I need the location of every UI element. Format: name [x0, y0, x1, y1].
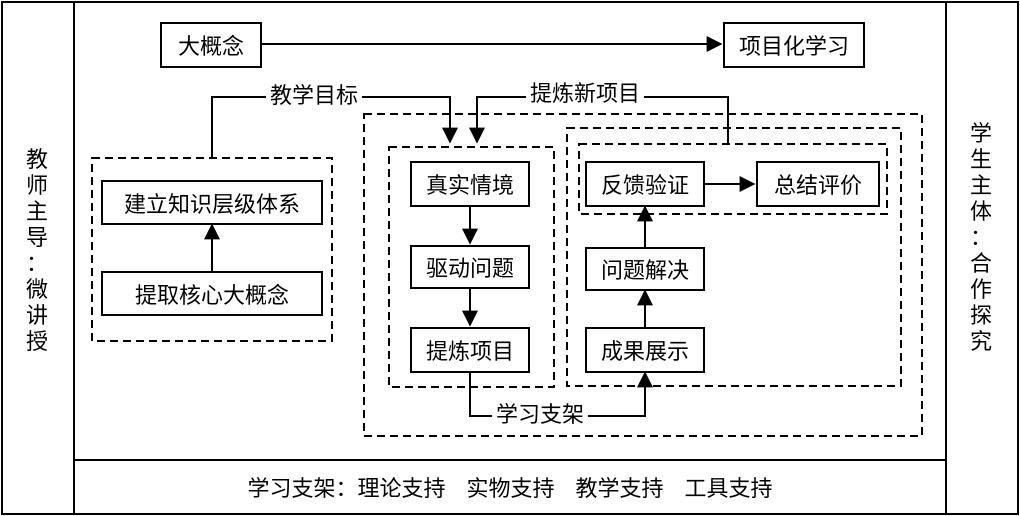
edge-label-learning-scaffold: 学习支架	[492, 405, 589, 427]
right-side-label: 学生主体：合作探究	[969, 122, 992, 355]
node-feedback-verify: 反馈验证	[585, 161, 705, 207]
footer-prefix: 学习支架：	[247, 477, 358, 502]
node-build-hierarchy: 建立知识层级体系	[101, 180, 323, 225]
right-dashed-group	[566, 127, 902, 387]
outer-dashed-group	[363, 113, 923, 437]
node-driving-question: 驱动问题	[410, 245, 530, 289]
edge-label-teaching-goal: 教学目标	[266, 86, 363, 108]
top-right-dashed-group	[578, 143, 888, 215]
footer-item: 理论支持	[357, 477, 446, 502]
edge-label-refine-new-project: 提炼新项目	[526, 84, 645, 106]
middle-dashed-group	[388, 146, 555, 388]
node-extract-core: 提取核心大概念	[101, 271, 323, 316]
node-problem-solving: 问题解决	[585, 247, 705, 291]
footer-item: 工具支持	[684, 477, 773, 502]
node-real-situation: 真实情境	[410, 161, 530, 207]
footer-item: 教学支持	[575, 477, 664, 502]
node-refine-project: 提炼项目	[410, 327, 530, 373]
node-big-concept: 大概念	[160, 22, 262, 68]
footer-scaffold-types: 学习支架：理论支持 实物支持 教学支持 工具支持	[74, 462, 946, 512]
node-summary-eval: 总结评价	[756, 161, 880, 207]
node-result-display: 成果展示	[585, 327, 705, 373]
left-side-label: 教师主导：微讲授	[25, 148, 48, 355]
footer-item: 实物支持	[466, 477, 555, 502]
node-project-learning: 项目化学习	[723, 22, 865, 68]
